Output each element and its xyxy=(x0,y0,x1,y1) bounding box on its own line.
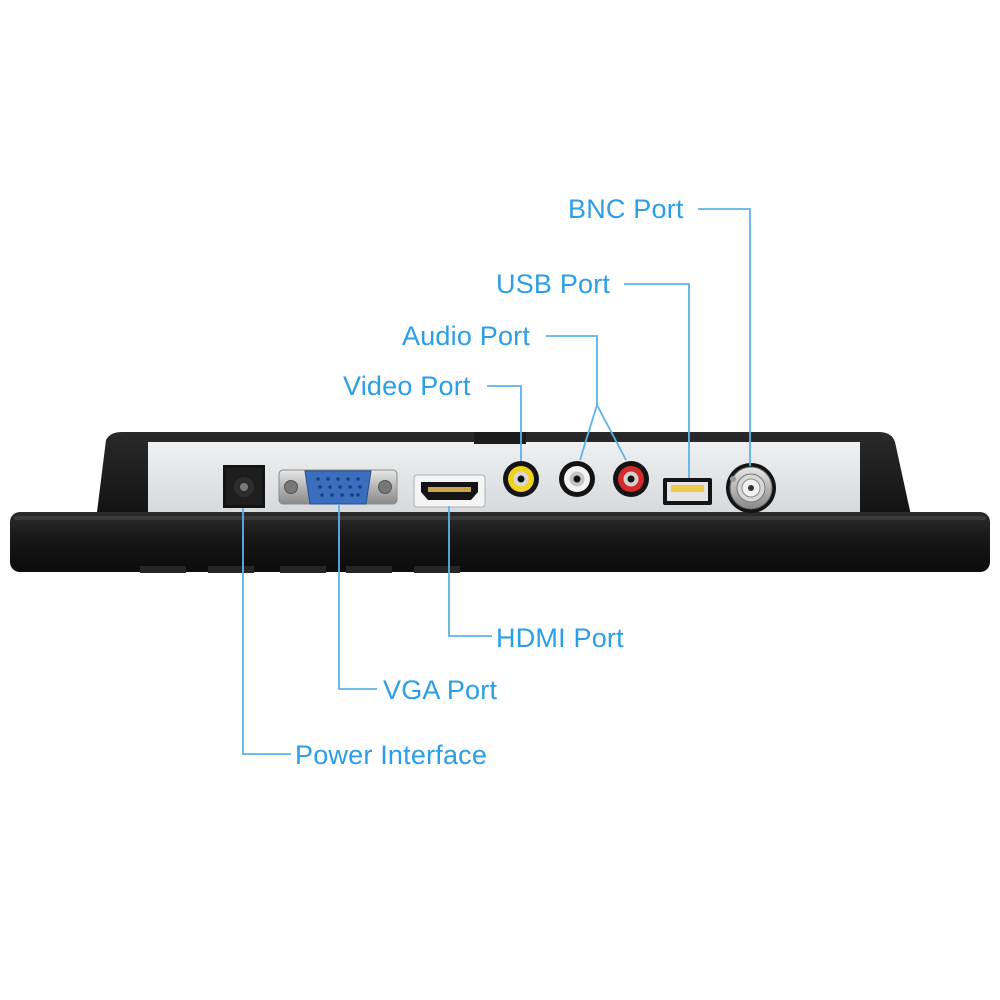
power-leader-line xyxy=(242,508,291,755)
vga-leader-line xyxy=(338,504,377,690)
vga-screw-right xyxy=(378,480,392,494)
rca-white-jack-icon xyxy=(559,461,595,497)
monitor-body xyxy=(10,432,990,573)
video-port-label: Video Port xyxy=(343,371,471,401)
bezel-highlight xyxy=(14,516,986,520)
hdmi-leader-line xyxy=(448,506,492,637)
usb-leader-line xyxy=(624,283,690,478)
audio-leader-line xyxy=(546,335,598,405)
audio-leader-branch-left xyxy=(579,404,598,461)
panel-notch xyxy=(474,432,526,444)
vga-port-label: VGA Port xyxy=(383,675,498,705)
bnc-port-label: BNC Port xyxy=(568,194,684,224)
dc-power-jack-icon xyxy=(223,465,265,508)
audio-port-label: Audio Port xyxy=(402,321,531,351)
rca-red-jack-icon xyxy=(613,461,649,497)
vga-connector-icon xyxy=(278,469,398,505)
vga-pins xyxy=(316,477,362,497)
hdmi-port-label: HDMI Port xyxy=(496,623,624,653)
front-bezel xyxy=(10,512,990,572)
bezel-feet xyxy=(140,566,460,573)
bnc-leader-line xyxy=(698,208,751,466)
rca-yellow-jack-icon xyxy=(503,461,539,497)
bnc-connector-icon xyxy=(726,463,776,513)
bezel-foot xyxy=(140,566,186,573)
bezel-foot xyxy=(346,566,392,573)
hdmi-connector-icon xyxy=(413,474,486,508)
usb-port-label: USB Port xyxy=(496,269,611,299)
bezel-foot xyxy=(280,566,326,573)
vga-screw-left xyxy=(284,480,298,494)
audio-leader-branch-right xyxy=(596,404,627,461)
video-leader-line xyxy=(487,385,522,461)
leader-lines xyxy=(242,208,751,755)
power-interface-label: Power Interface xyxy=(295,740,488,770)
bezel-foot xyxy=(208,566,254,573)
usb-a-port-icon xyxy=(663,478,712,505)
bezel-foot xyxy=(414,566,460,573)
